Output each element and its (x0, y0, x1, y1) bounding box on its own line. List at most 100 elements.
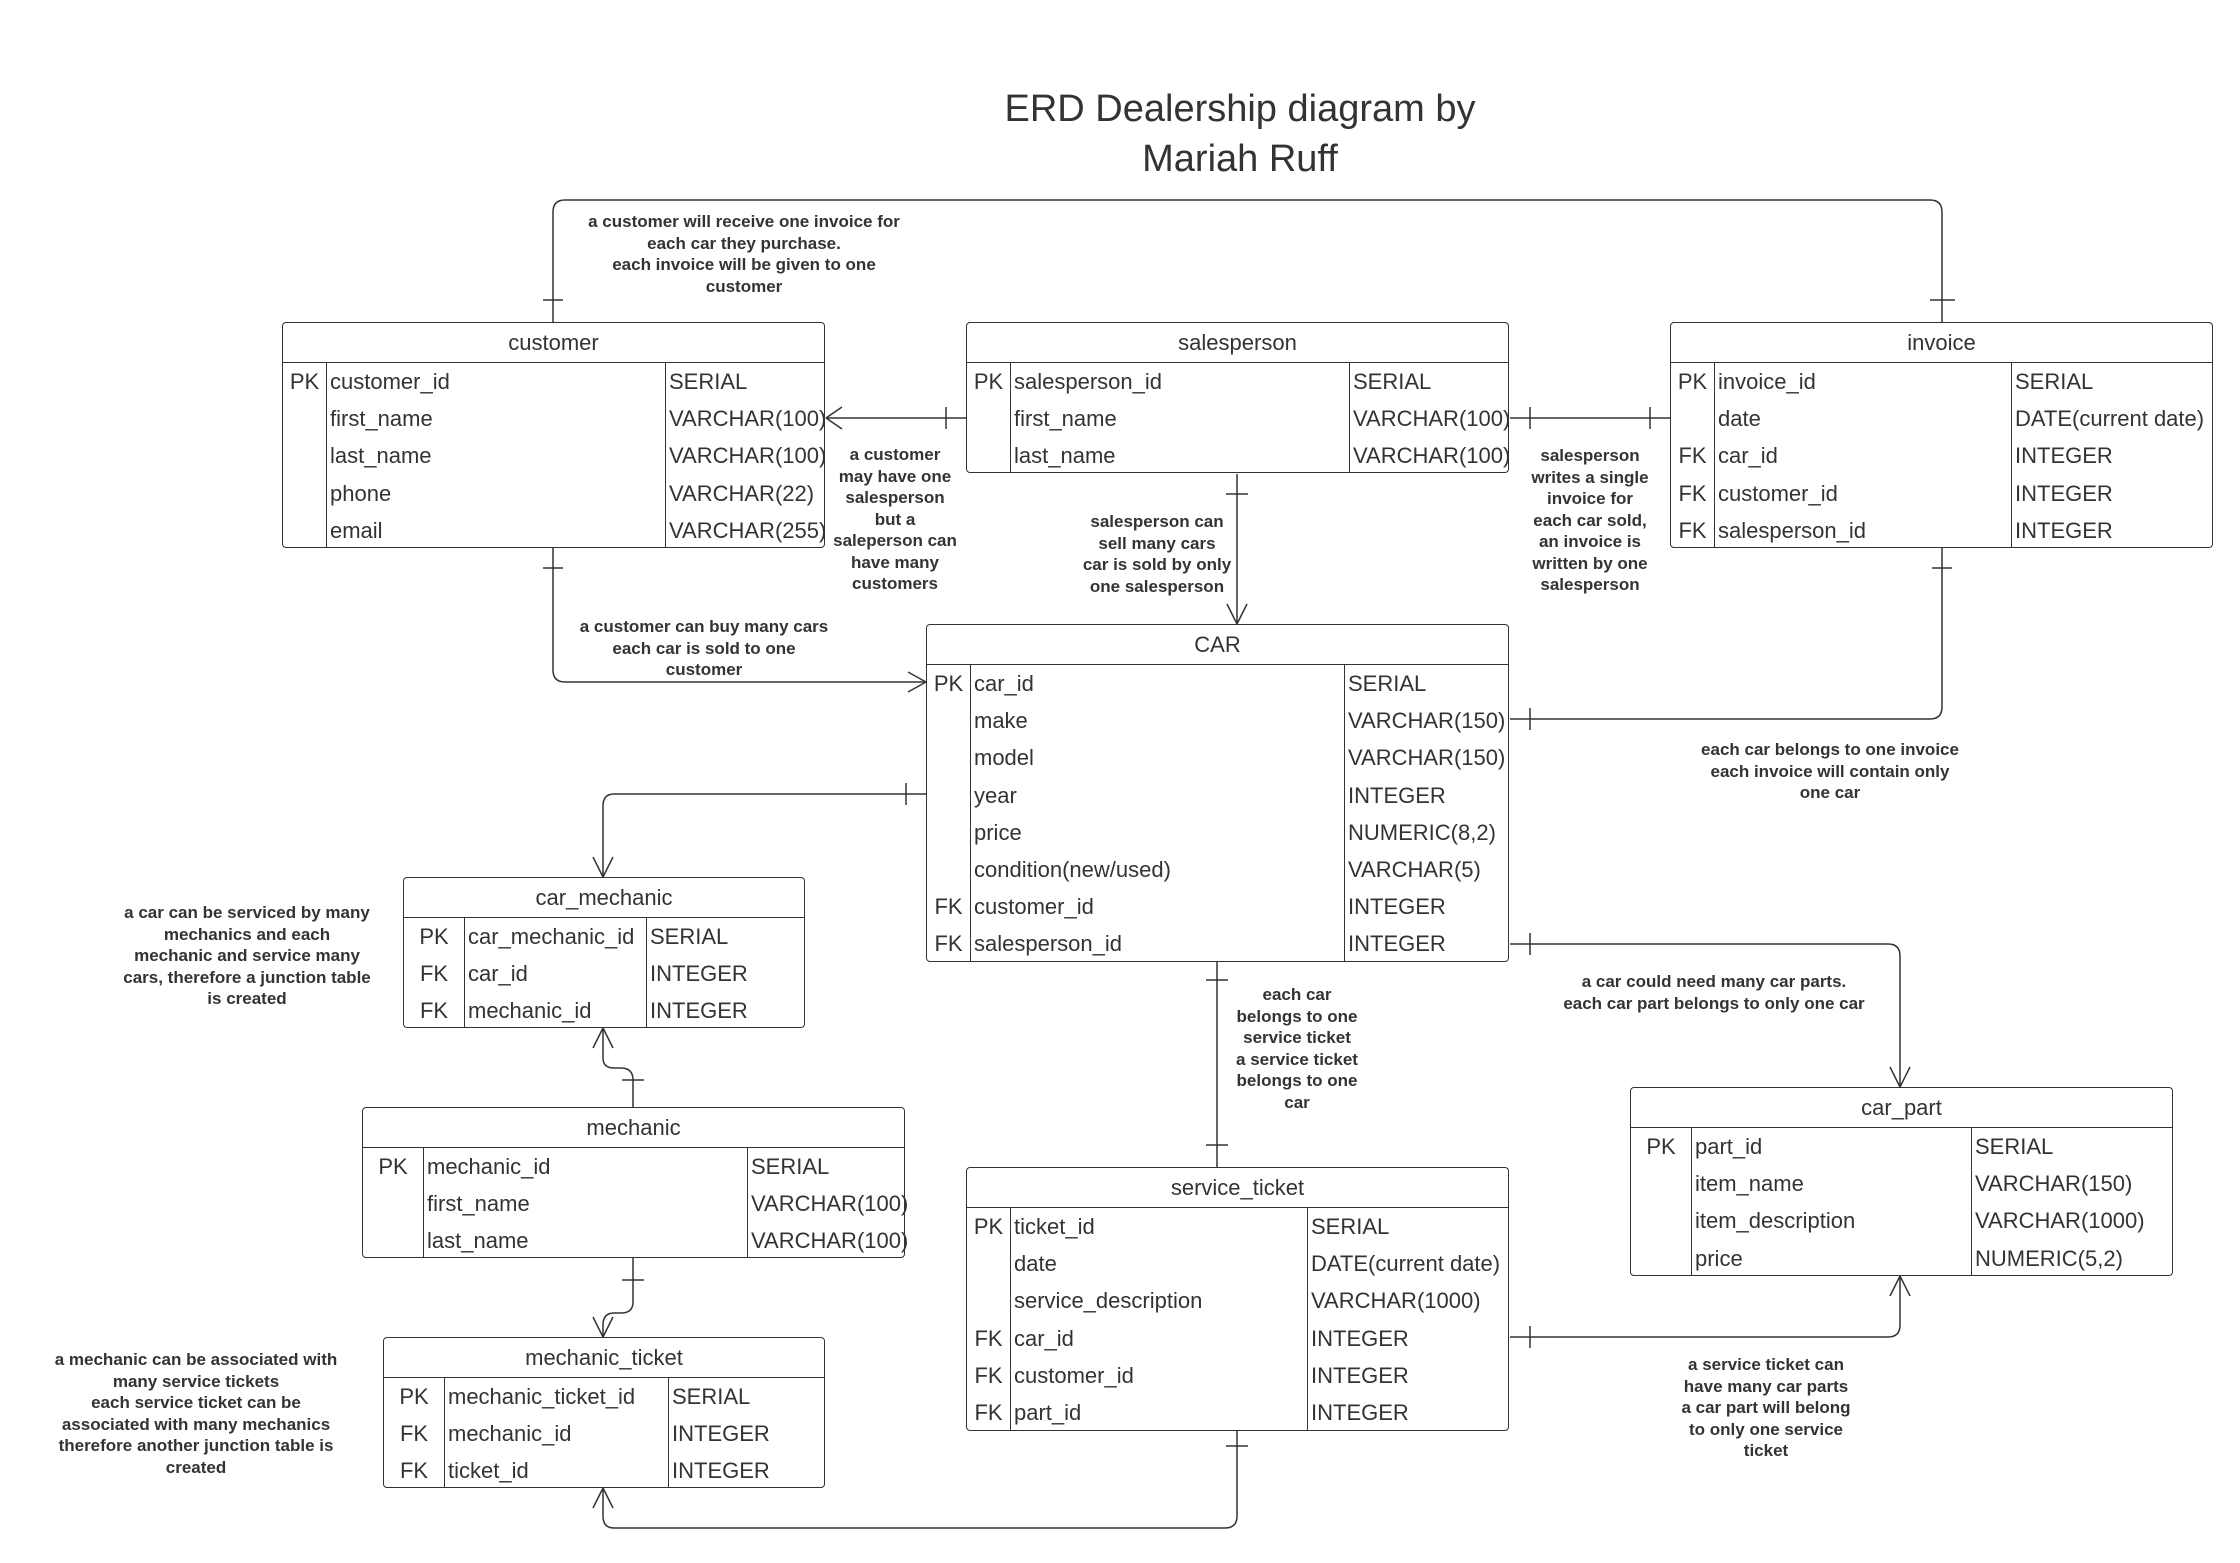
field-type: INTEGER (672, 1458, 770, 1484)
field-key: PK (1677, 369, 1708, 394)
line-car-carpart (1510, 943, 1901, 1087)
field-name: customer_id (974, 894, 1094, 920)
field-name: part_id (1695, 1134, 1763, 1159)
field-type: SERIAL (751, 1154, 830, 1179)
field-key: PK (973, 369, 1004, 394)
column-divider (1971, 1128, 1972, 1275)
column-divider (1344, 665, 1345, 961)
field-name: customer_id (330, 369, 450, 394)
note-car-mechanic: a car can be serviced by many mechanics … (123, 903, 371, 1008)
field-name: salesperson_id (974, 931, 1122, 957)
field-type: SERIAL (2015, 369, 2094, 394)
note-customer-car: a customer can buy many cars each car is… (579, 617, 829, 679)
entity-header: service_ticket (967, 1168, 1508, 1208)
field-key: PK (933, 671, 964, 696)
cardinality-many-mark (825, 406, 843, 430)
column-divider (1691, 1128, 1692, 1275)
entity-header: car_mechanic (404, 878, 804, 918)
field-type: SERIAL (1975, 1134, 2054, 1159)
field-type: VARCHAR(100) (669, 406, 827, 432)
field-name: salesperson_id (1718, 517, 1866, 543)
entity-header: mechanic_ticket (384, 1338, 824, 1378)
field-name: service_description (1014, 1288, 1203, 1314)
field-name: car_id (1718, 443, 1778, 469)
column-divider (464, 918, 465, 1027)
field-name: item_name (1695, 1171, 1804, 1197)
entity-header: customer (283, 323, 824, 363)
line-mechanic-mechanicticket (602, 1258, 634, 1337)
field-type: INTEGER (1348, 894, 1446, 920)
field-name: mechanic_id (427, 1154, 551, 1179)
field-key: FK (1678, 480, 1707, 506)
note-customer-salesperson: a customer may have one salesperson but … (833, 445, 957, 593)
entity-header: invoice (1671, 323, 2212, 363)
field-type: VARCHAR(1000) (1975, 1208, 2145, 1234)
field-name: salesperson_id (1014, 369, 1162, 394)
field-name: email (330, 517, 383, 543)
field-name: mechanic_ticket_id (448, 1384, 636, 1409)
field-key: FK (934, 894, 963, 920)
line-customer-invoice (552, 199, 1943, 322)
cardinality-many-mark (1889, 1275, 1911, 1297)
field-name: first_name (1014, 406, 1117, 432)
note-salesperson-car: salesperson can sell many cars car is so… (1082, 512, 1232, 596)
field-type: INTEGER (2015, 443, 2113, 469)
cardinality-many-mark (592, 1487, 614, 1509)
cardinality-many-mark (907, 671, 927, 693)
field-type: INTEGER (2015, 480, 2113, 506)
column-divider (1010, 363, 1011, 472)
field-type: VARCHAR(150) (1975, 1171, 2133, 1197)
field-type: INTEGER (672, 1421, 770, 1447)
entity-header: salesperson (967, 323, 1508, 363)
field-name: year (974, 782, 1017, 808)
field-name: part_id (1014, 1399, 1082, 1425)
field-name: mechanic_id (448, 1421, 572, 1447)
column-divider (970, 665, 971, 961)
entity-field-row: item_name VARCHAR(150) (1631, 1165, 2172, 1202)
field-type: INTEGER (1311, 1362, 1409, 1388)
column-divider (1714, 363, 1715, 547)
note-mechanic-ticket: a mechanic can be associated with many s… (54, 1350, 338, 1477)
column-divider (326, 363, 327, 547)
field-key: FK (974, 1362, 1003, 1388)
cardinality-many-mark (592, 1027, 614, 1049)
field-key: FK (419, 998, 449, 1024)
column-divider (665, 363, 666, 547)
field-key: PK (973, 1214, 1004, 1239)
field-name: make (974, 708, 1028, 734)
field-type: VARCHAR(5) (1348, 856, 1481, 882)
field-name: condition(new/used) (974, 856, 1171, 882)
field-name: price (1695, 1245, 1743, 1271)
entity-header: CAR (927, 625, 1508, 665)
field-type: VARCHAR(22) (669, 480, 815, 506)
note-car-service-ticket: each car belongs to one service ticket a… (1236, 985, 1358, 1112)
field-type: INTEGER (650, 998, 748, 1024)
